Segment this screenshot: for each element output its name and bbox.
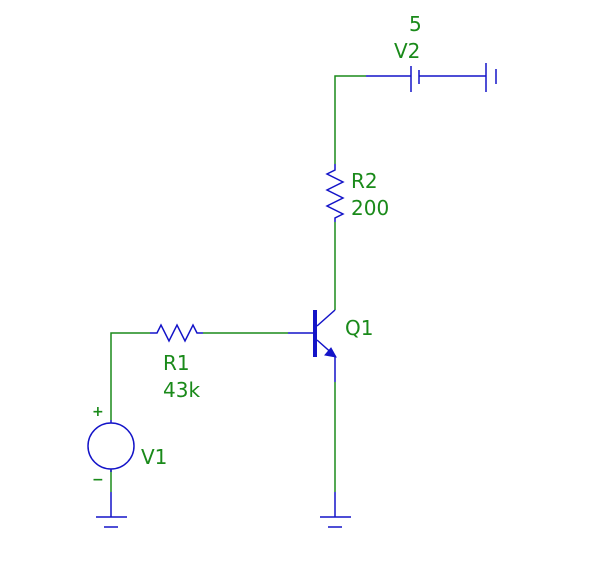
wire-r2-to-v2 xyxy=(334,75,366,164)
battery-v2-value: 5 xyxy=(409,12,422,36)
battery-v2[interactable] xyxy=(366,63,497,92)
ground-v1 xyxy=(96,492,127,528)
resistor-r1[interactable] xyxy=(150,323,203,343)
resistor-r1-ref: R1 xyxy=(163,351,190,375)
ground-q1 xyxy=(320,492,351,528)
resistor-r1-symbol xyxy=(150,323,203,343)
resistor-r2[interactable] xyxy=(325,164,345,222)
voltage-source-v1-circle xyxy=(87,422,135,470)
transistor-q1-ref: Q1 xyxy=(345,316,373,340)
wire-v1-to-r1 xyxy=(110,332,150,420)
transistor-q1-collector xyxy=(316,309,336,327)
resistor-r1-value: 43k xyxy=(163,378,200,402)
resistor-r2-value: 200 xyxy=(351,196,389,220)
voltage-source-v1-plus: + xyxy=(92,404,104,420)
resistor-r2-symbol xyxy=(325,164,345,222)
voltage-source-v1-minus: − xyxy=(92,472,104,488)
transistor-q1-emitter xyxy=(316,339,336,382)
resistor-r2-ref: R2 xyxy=(351,169,378,193)
transistor-q1[interactable] xyxy=(288,309,337,382)
battery-v2-ref: V2 xyxy=(394,39,420,63)
wires xyxy=(110,75,366,492)
voltage-source-v1-ref: V1 xyxy=(141,445,167,469)
voltage-source-v1[interactable] xyxy=(87,420,135,472)
transistor-q1-emitter-arrow xyxy=(324,347,337,358)
